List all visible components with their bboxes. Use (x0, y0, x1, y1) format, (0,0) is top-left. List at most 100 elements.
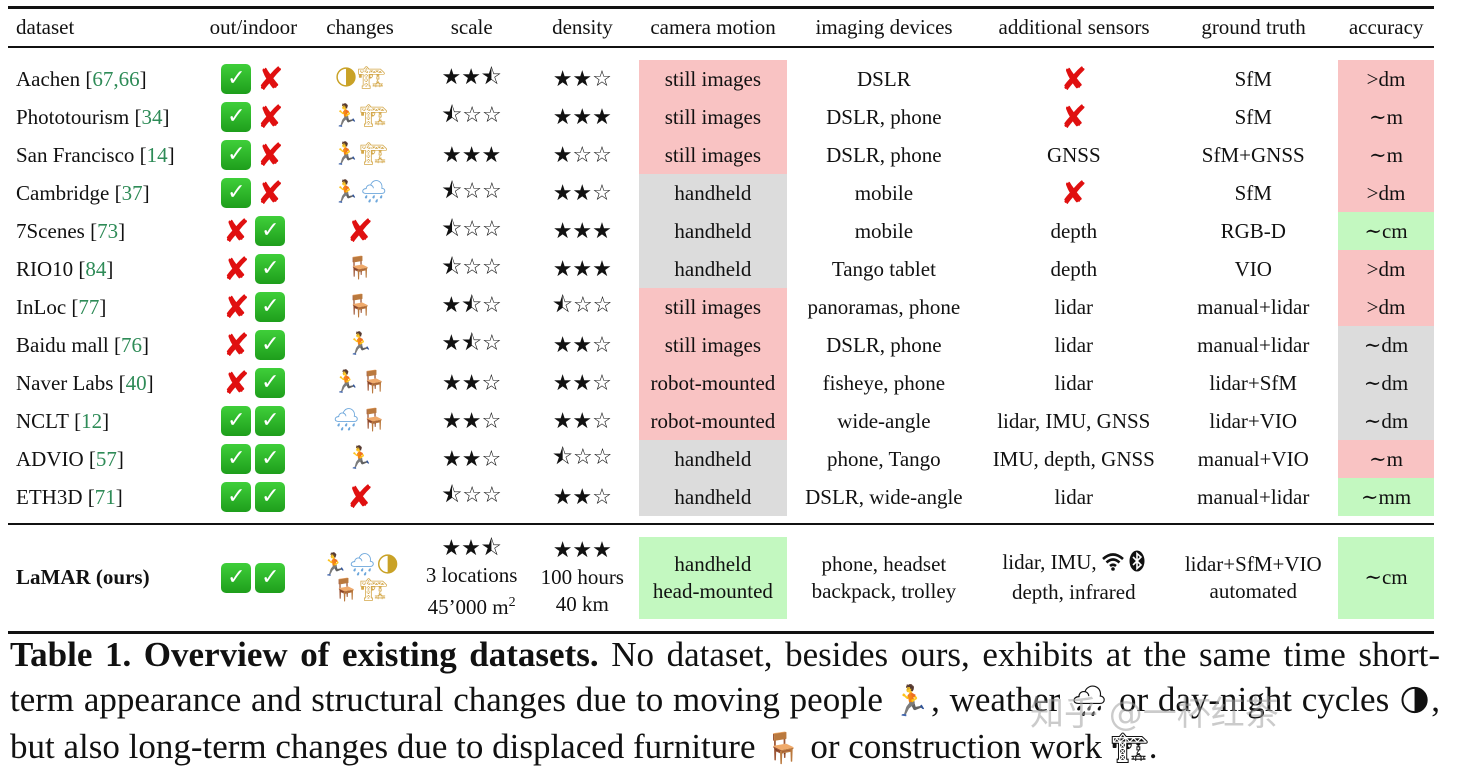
accuracy-value: >dm (1337, 60, 1434, 98)
dataset-cell: 7Scenes [73] (16, 218, 126, 243)
caption-text-6: . (1148, 727, 1158, 766)
additional-sensors-cell: depth (1050, 218, 1098, 243)
accuracy-value: ∼cm (1337, 536, 1434, 619)
scale-cell: ⯪☆☆ (416, 174, 528, 212)
additional-sensors-line-1: lidar, IMU, (1002, 549, 1145, 579)
moon-icon: 🌗 (376, 552, 400, 578)
changes-line-2: 🪑🏗 (332, 578, 387, 603)
dataset-cell: Baidu mall [76] (16, 332, 149, 357)
crane-icon: 🏗 (1110, 731, 1149, 766)
changes-cell: 🏃🏗 (304, 106, 416, 128)
density-stars: ⯪☆☆ (552, 445, 613, 470)
cross-icon: ✘ (222, 326, 250, 364)
moon-icon: 🌗 (334, 66, 358, 91)
cross-icon: ✘ (346, 478, 374, 516)
top-rule (8, 6, 1434, 9)
ground-truth-cell: SfM (1234, 180, 1272, 205)
rain-cloud-icon: 🌧 (348, 552, 377, 578)
changes-cell: 🏃🌧 (304, 182, 416, 204)
dataset-name: Naver Labs (16, 370, 114, 395)
additional-sensors-cell: lidar (1054, 370, 1094, 395)
camera-motion-value: still images (638, 326, 787, 364)
citation-ref: 73 (97, 218, 119, 243)
header-additional-sensors: additional sensors (998, 15, 1150, 39)
cross-icon: ✘ (222, 364, 250, 402)
dataset-cell: Cambridge [37] (16, 180, 150, 205)
check-icon: ✓ (255, 292, 286, 322)
density-cell: ★★★ (527, 105, 637, 130)
check-icon: ✓ (255, 330, 286, 360)
cross-icon: ✘ (256, 60, 284, 98)
check-icon: ✓ (221, 102, 252, 132)
camera-motion-value: handheld (638, 212, 787, 250)
accuracy-value: ∼cm (1337, 212, 1434, 250)
changes-cell: 🪑 (304, 296, 416, 318)
check-icon: ✓ (255, 482, 286, 512)
scale-cell: ★★☆ (416, 409, 528, 434)
imaging-devices-cell: DSLR, phone (826, 332, 942, 357)
changes-cell: 🪑 (304, 258, 416, 280)
ground-truth-cell: manual+lidar (1197, 484, 1310, 509)
density-cell: ★★☆ (527, 181, 637, 206)
header-camera-motion: camera motion (650, 15, 776, 39)
out-indoor-cell: ✘✓ (202, 291, 304, 323)
citation-ref: 76 (121, 332, 142, 357)
table-row: San Francisco [14]✓✘🏃🏗★★★★☆☆still images… (8, 136, 1434, 174)
rain-cloud-icon: 🌧 (359, 180, 388, 205)
bottom-rule (8, 630, 1434, 634)
dataset-name: Aachen (16, 66, 81, 91)
chair-icon: 🪑 (764, 731, 802, 766)
check-icon: ✓ (221, 482, 252, 512)
header-out-indoor: out/indoor (209, 15, 298, 39)
changes-cell: 🏃🏗 (304, 144, 416, 166)
changes-cell: 🏃🪑 (304, 372, 416, 394)
moon-icon: 🌗 (1398, 684, 1432, 719)
dataset-cell: San Francisco [14] (16, 142, 175, 167)
camera-motion-cell: robot-mounted (637, 364, 789, 402)
crane-icon: 🏗 (357, 66, 386, 91)
additional-sensors-cell: ✘ (979, 177, 1168, 209)
out-indoor-cell: ✓✘ (202, 177, 304, 209)
dataset-cell: Phototourism [34] (16, 104, 170, 129)
header-imaging-devices: imaging devices (815, 15, 953, 39)
header-accuracy: accuracy (1348, 15, 1424, 39)
runner-icon: 🏃 (332, 370, 360, 395)
dataset-cell: Aachen [67,66] (16, 66, 147, 91)
accuracy-value: >dm (1337, 250, 1434, 288)
dataset-name: RIO10 (16, 256, 74, 281)
scale-cell: ★★☆ (416, 371, 528, 396)
dataset-cell: LaMAR (ours) (8, 565, 202, 590)
scale-cell: ★⯪☆ (416, 288, 528, 326)
camera-motion-cell: handheld (637, 212, 789, 250)
out-indoor-cell: ✘✓ (202, 215, 304, 247)
check-icon: ✓ (255, 562, 286, 593)
runner-icon: 🏃 (892, 684, 932, 719)
ground-truth-cell: lidar+SfM (1209, 370, 1298, 395)
rain-cloud-icon: 🌧 (1070, 684, 1110, 719)
camera-motion-line-1: handheld (674, 551, 752, 576)
scale-cell: ★⯪☆ (416, 326, 528, 364)
imaging-devices-cell: DSLR (857, 66, 911, 91)
camera-motion-value: still images (638, 136, 787, 174)
ground-truth-cell: SfM (1234, 104, 1272, 129)
scale-cell: ★★⯪ (416, 60, 528, 98)
scale-stars: ★★⯪ (441, 65, 502, 90)
check-icon: ✓ (221, 406, 252, 436)
check-icon: ✓ (255, 216, 286, 246)
accuracy-cell: ∼mm (1337, 478, 1434, 516)
scale-area: 45’000 m2 (428, 589, 516, 621)
imaging-devices-line-1: phone, headset (821, 551, 947, 576)
dataset-cell: Naver Labs [40] (16, 370, 154, 395)
imaging-devices-cell: Tango tablet (831, 256, 936, 281)
camera-motion-value: still images (638, 288, 787, 326)
ground-truth-cell: manual+lidar (1197, 294, 1310, 319)
caption-label: Table 1. Overview of existing datasets. (10, 635, 599, 674)
imaging-devices-cell: DSLR, phone (826, 104, 942, 129)
